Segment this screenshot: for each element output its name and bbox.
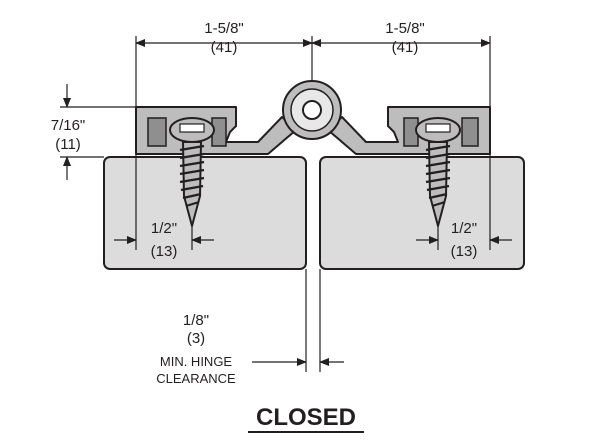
hinge-knuckle bbox=[282, 80, 342, 140]
left-screw bbox=[169, 117, 215, 227]
top-left-dim-fraction: 1-5/8" bbox=[204, 20, 244, 37]
right-screw-dim-fraction: 1/2" bbox=[451, 220, 477, 237]
top-left-dim-metric: (41) bbox=[211, 39, 238, 56]
clearance-dim-metric: (3) bbox=[187, 330, 205, 347]
top-right-dim-fraction: 1-5/8" bbox=[385, 20, 425, 37]
height-dim-fraction: 7/16" bbox=[51, 117, 86, 134]
right-screw bbox=[415, 117, 461, 227]
diagram-title: CLOSED bbox=[256, 404, 356, 431]
right-screw-dim-metric: (13) bbox=[451, 243, 478, 260]
clearance-label-line1: MIN. HINGE bbox=[160, 354, 233, 369]
left-hinge-leaf bbox=[135, 106, 297, 155]
height-dim-metric: (11) bbox=[55, 136, 81, 153]
right-door-panel bbox=[319, 156, 525, 270]
top-right-dim-metric: (41) bbox=[392, 39, 419, 56]
right-hinge-leaf bbox=[327, 106, 491, 155]
left-screw-dim-fraction: 1/2" bbox=[151, 220, 177, 237]
clearance-dim-fraction: 1/8" bbox=[183, 312, 209, 329]
left-screw-dim-metric: (13) bbox=[151, 243, 178, 260]
left-door-panel bbox=[103, 156, 307, 270]
clearance-label-line2: CLEARANCE bbox=[156, 371, 236, 386]
dimension-arrows bbox=[63, 39, 512, 366]
